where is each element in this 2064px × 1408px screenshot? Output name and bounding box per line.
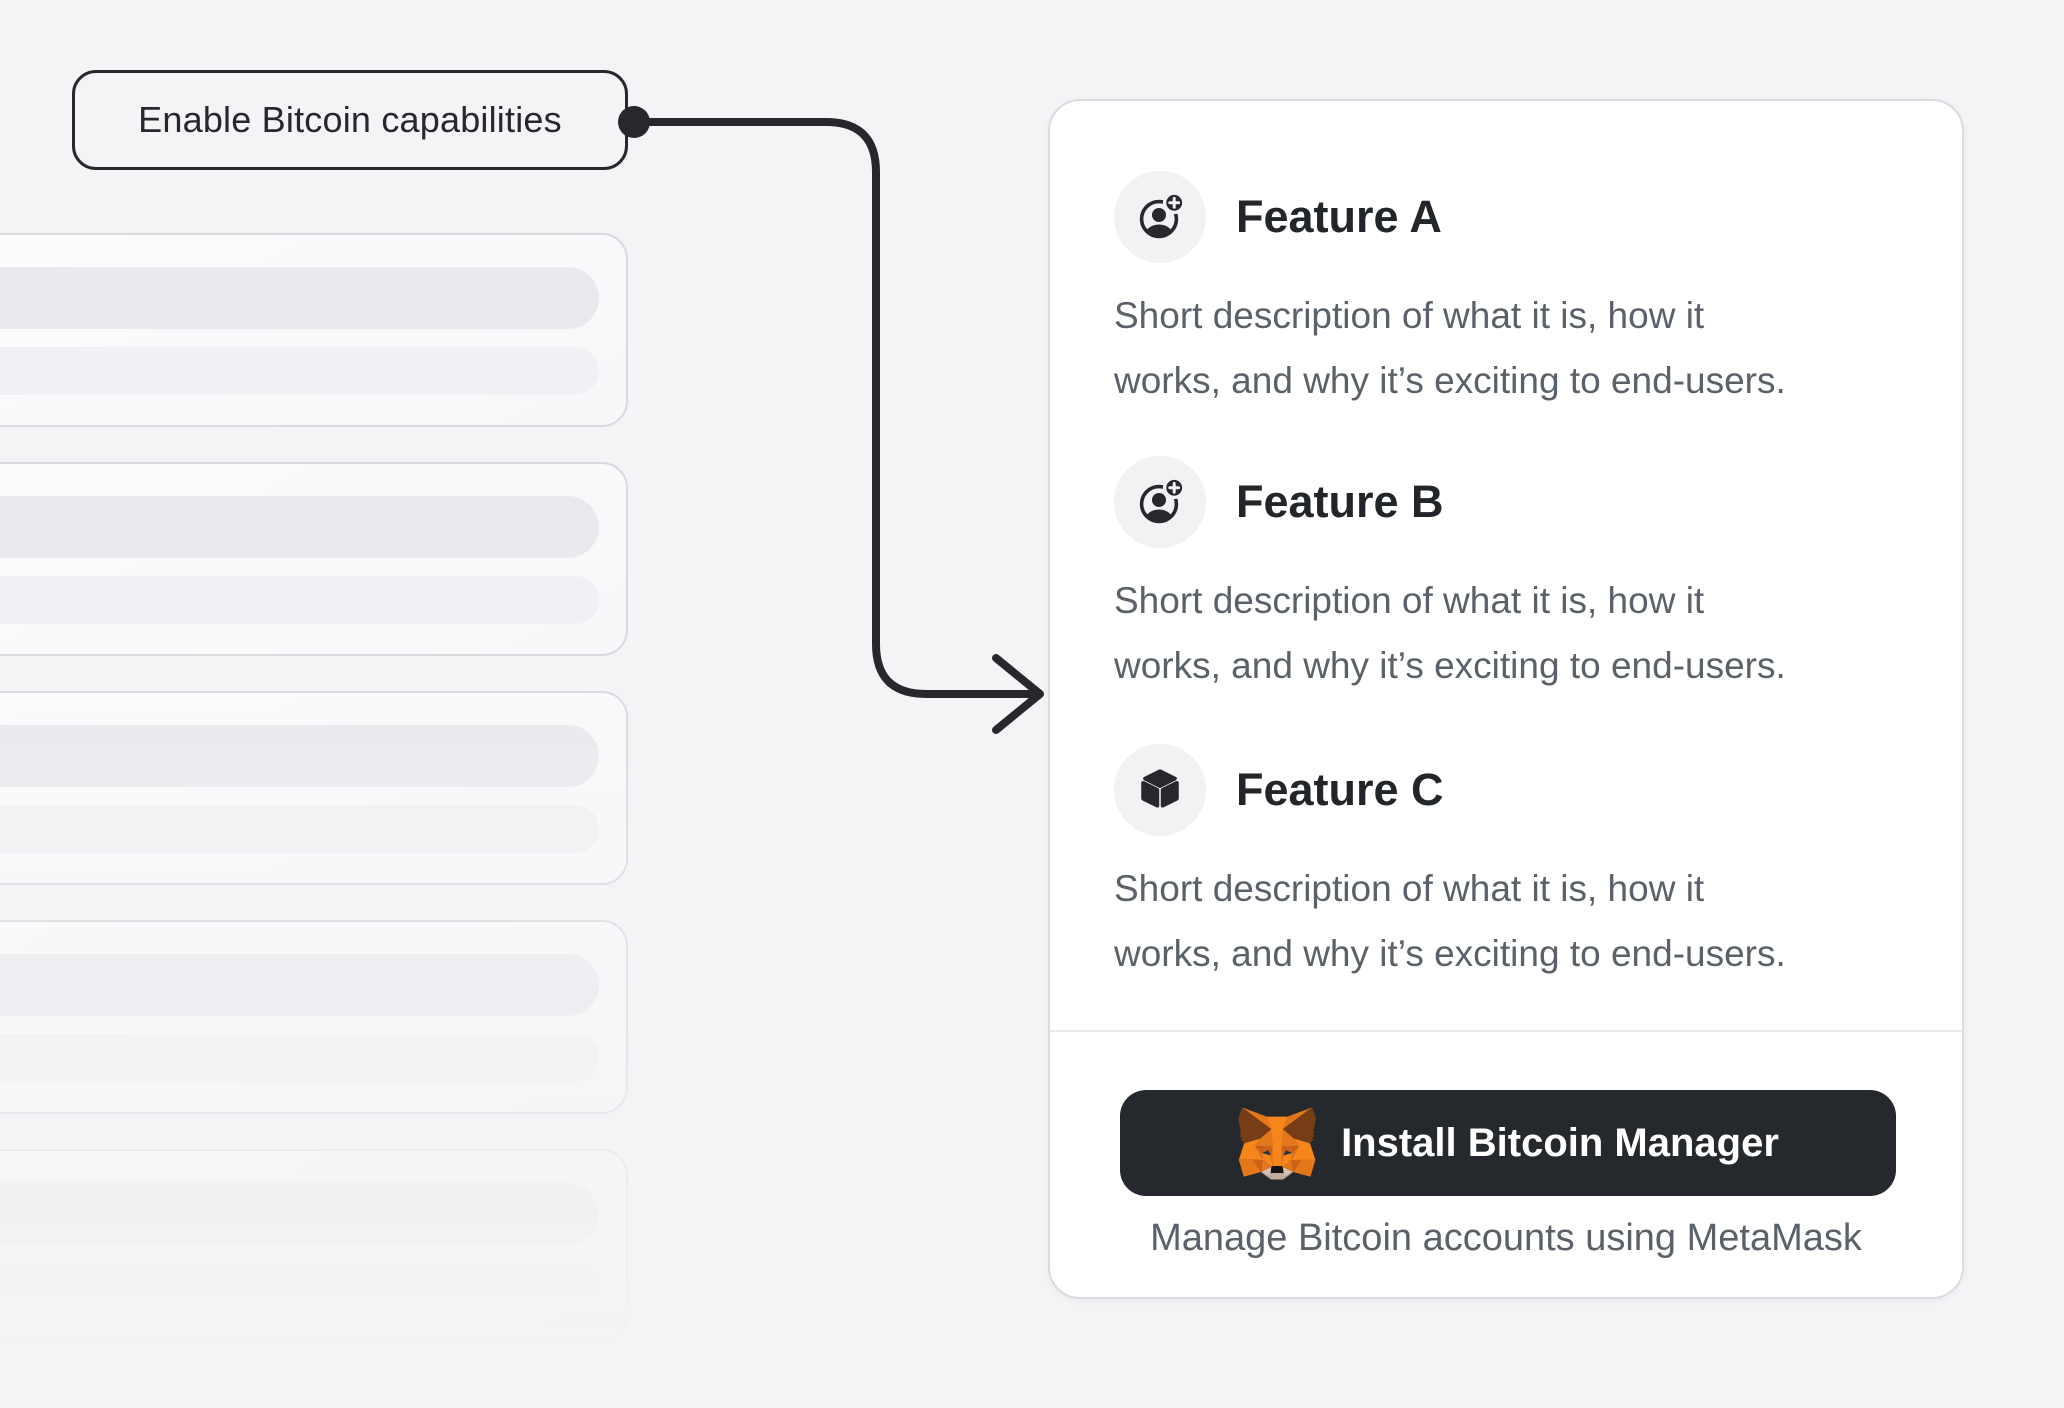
- metamask-fox-icon: [1238, 1106, 1317, 1179]
- skeleton-card: [0, 462, 628, 656]
- skeleton-bar: [0, 347, 599, 395]
- feature-title: Feature B: [1236, 476, 1444, 527]
- feature-description: Short description of what it is, how it …: [1114, 295, 1786, 401]
- skeleton-bar: [0, 805, 599, 853]
- feature-block-b: Feature B Short description of what it i…: [1114, 456, 1914, 698]
- user-add-icon: [1139, 476, 1186, 524]
- user-add-icon: [1139, 191, 1186, 239]
- cube-icon: [1141, 769, 1179, 808]
- skeleton-bar: [0, 725, 599, 787]
- skeleton-bar: [0, 576, 599, 624]
- callout-label: Enable Bitcoin capabilities: [138, 99, 562, 140]
- skeleton-card: [0, 691, 628, 885]
- skeleton-bar: [0, 1034, 599, 1082]
- skeleton-bar: [0, 1263, 599, 1311]
- skeleton-card: [0, 920, 628, 1114]
- feature-title: Feature C: [1236, 764, 1444, 815]
- install-bitcoin-manager-button[interactable]: Install Bitcoin Manager: [1120, 1090, 1896, 1196]
- callout-label-box: Enable Bitcoin capabilities: [72, 70, 628, 170]
- feature-description: Short description of what it is, how it …: [1114, 868, 1786, 974]
- feature-panel: Feature A Short description of what it i…: [1048, 99, 1964, 1299]
- feature-block-a: Feature A Short description of what it i…: [1114, 171, 1914, 413]
- icon-bubble: [1114, 171, 1206, 263]
- skeleton-bar: [0, 267, 599, 329]
- feature-block-c: Feature C Short description of what it i…: [1114, 744, 1914, 986]
- feature-description: Short description of what it is, how it …: [1114, 580, 1786, 686]
- icon-bubble: [1114, 744, 1206, 836]
- panel-footer-divider: [1050, 1030, 1962, 1032]
- skeleton-card: [0, 1149, 628, 1343]
- skeleton-bar: [0, 496, 599, 558]
- install-button-label: Install Bitcoin Manager: [1341, 1120, 1779, 1165]
- feature-title: Feature A: [1236, 191, 1442, 242]
- skeleton-bar: [0, 954, 599, 1016]
- skeleton-card: [0, 233, 628, 427]
- skeleton-bar: [0, 1183, 599, 1245]
- panel-caption: Manage Bitcoin accounts using MetaMask: [1150, 1217, 1862, 1259]
- icon-bubble: [1114, 456, 1206, 548]
